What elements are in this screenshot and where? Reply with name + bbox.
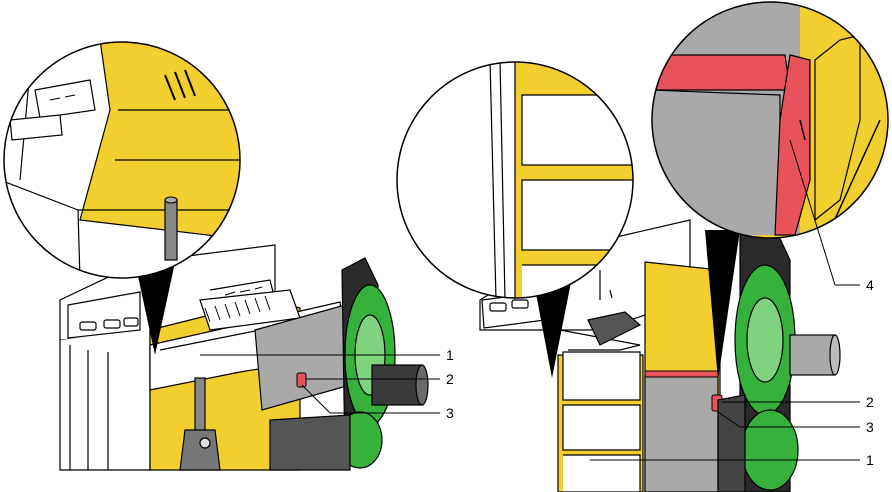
zoom-circle-right-2 <box>651 1 889 380</box>
red-edge-right <box>644 370 719 378</box>
callout-2-right: 2 <box>866 394 874 410</box>
zoom-pointer-right-2 <box>705 230 740 380</box>
right-figure: 4 2 3 1 <box>396 1 889 492</box>
callout-4-right: 4 <box>866 277 874 293</box>
callout-3-left: 3 <box>446 405 454 421</box>
zoom-circle-left <box>3 41 241 355</box>
leader-line-4a-right <box>789 139 836 286</box>
leader-line-3a-left <box>301 384 331 414</box>
left-figure: 1 2 3 <box>3 41 454 471</box>
red-latch-left <box>296 372 307 388</box>
lever-left <box>179 377 221 471</box>
callout-3-right: 3 <box>866 419 874 435</box>
label-strip-right <box>557 344 644 492</box>
callouts-left <box>200 354 440 414</box>
rewinder-right <box>717 227 841 492</box>
callout-1-left: 1 <box>446 347 454 363</box>
rewinder-left <box>269 257 429 471</box>
tear-off-guide-right <box>644 374 719 492</box>
callout-1-right: 1 <box>866 452 874 468</box>
callouts-right <box>590 139 860 461</box>
callout-2-left: 2 <box>446 371 454 387</box>
leader-line-3a-right <box>717 411 741 428</box>
bracket-right <box>587 311 642 346</box>
